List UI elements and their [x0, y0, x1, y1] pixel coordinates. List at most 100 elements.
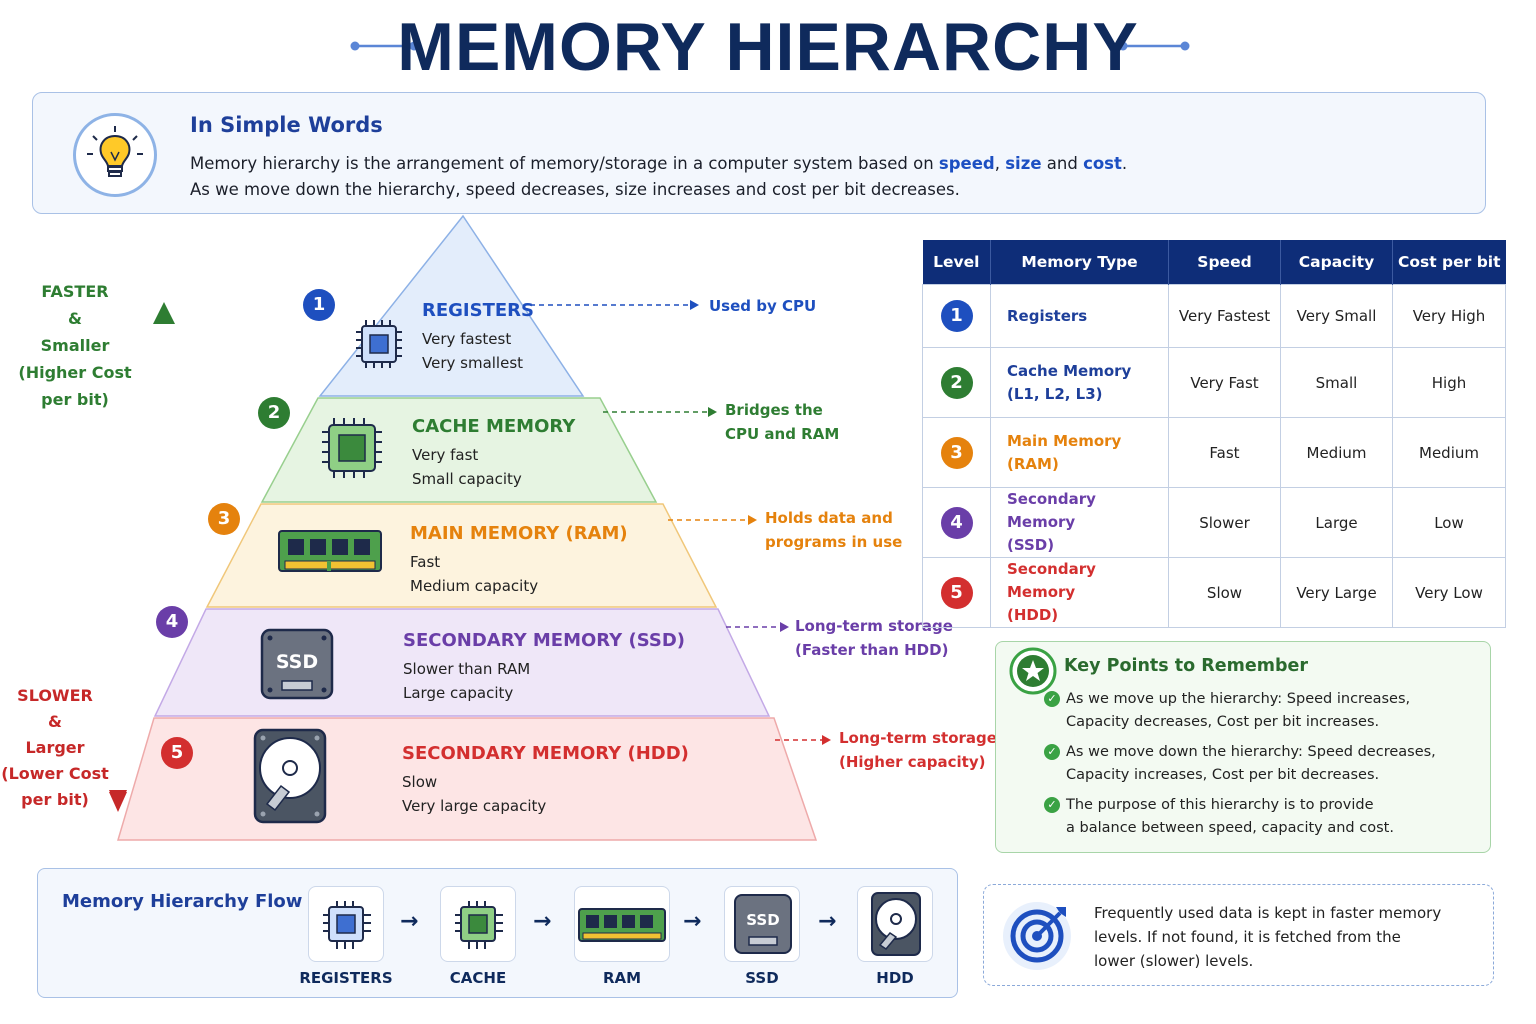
level-5-line-2: Very large capacity [402, 797, 547, 815]
target-icon [1003, 902, 1071, 970]
callout-3: Holds data and programs in use [765, 506, 902, 554]
callout-2-line-2: CPU and RAM [725, 425, 840, 443]
flow-ssd-box: SSD [724, 886, 800, 962]
level-3-badge: 3 [208, 503, 240, 535]
note-text: Frequently used data is kept in faster m… [1094, 901, 1441, 973]
row-type: Secondary Memory(HDD) [990, 557, 1169, 628]
row-capacity: Very Large [1280, 557, 1393, 628]
key-point-2-line-1: As we move down the hierarchy: Speed dec… [1066, 744, 1436, 760]
faster-smaller-label: FASTER & Smaller (Higher Cost per bit) [14, 278, 136, 413]
level-3-text: MAIN MEMORY (RAM) Fast Medium capacity [410, 523, 628, 598]
flow-ssd-icon-label: SSD [746, 911, 779, 929]
flow-arrow-icon: → [400, 909, 419, 934]
lightbulb-icon [73, 113, 157, 197]
header-capacity: Capacity [1280, 240, 1393, 285]
ram-stick-icon [278, 530, 382, 572]
intro-period: . [1121, 154, 1128, 173]
level-1-line-1: Very fastest [422, 330, 512, 348]
level-5-text: SECONDARY MEMORY (HDD) Slow Very large c… [402, 743, 689, 818]
row-type-line-2: (L1, L2, L3) [1007, 384, 1103, 403]
ram-stick-icon [578, 908, 666, 942]
row-cost: Very High [1392, 284, 1506, 348]
row-speed: Fast [1168, 417, 1281, 488]
flow-hdd-box [857, 886, 933, 962]
intro-text: Memory hierarchy is the arrangement of m… [190, 151, 1127, 203]
row-type-line-1: Secondary Memory [1007, 490, 1096, 531]
flow-heading: Memory Hierarchy Flow [62, 891, 303, 912]
cache-note-card: Frequently used data is kept in faster m… [983, 884, 1494, 986]
callout-2: Bridges the CPU and RAM [725, 398, 839, 446]
level-1-badge: 1 [303, 289, 335, 321]
flow-registers-box [308, 886, 384, 962]
pyramid: SSD [116, 214, 831, 841]
level-1-line-2: Very smallest [422, 354, 524, 372]
table-row: 5 Secondary Memory(HDD) Slow Very Large … [922, 557, 1506, 628]
table-header-row: Level Memory Type Speed Capacity Cost pe… [922, 240, 1506, 285]
row-cost: Very Low [1392, 557, 1506, 628]
intro-line-2: As we move down the hierarchy, speed dec… [190, 180, 960, 199]
intro-line-1: Memory hierarchy is the arrangement of m… [190, 151, 1127, 177]
cache-chip-icon [322, 418, 382, 478]
row-type: Registers [990, 284, 1169, 348]
flow-label-ram: RAM [602, 969, 642, 987]
level-4-line-1: Slower than RAM [403, 660, 531, 678]
side-down-line-4: (Lower Cost [1, 764, 109, 783]
note-line-2: levels. If not found, it is fetched from… [1094, 928, 1401, 946]
keyword-speed: speed [938, 154, 995, 173]
flow-arrow-icon: → [818, 909, 837, 934]
comparison-table: Level Memory Type Speed Capacity Cost pe… [922, 240, 1506, 628]
check-icon: ✓ [1044, 797, 1060, 813]
pyramid-layer-3 [205, 503, 718, 608]
up-arrow-icon [153, 302, 175, 568]
row-badge: 5 [940, 576, 973, 609]
callout-3-line-1: Holds data and [765, 509, 893, 527]
intro-line-1-text: Memory hierarchy is the arrangement of m… [190, 154, 939, 173]
key-point-item: ✓ The purpose of this hierarchy is to pr… [1044, 794, 1394, 840]
level-2-badge: 2 [258, 397, 290, 429]
flow-label-cache: CACHE [449, 969, 507, 987]
level-5-badge: 5 [161, 737, 193, 769]
row-cost: Low [1392, 487, 1506, 558]
level-4-text: SECONDARY MEMORY (SSD) Slower than RAM L… [403, 630, 685, 705]
memory-flow-card: Memory Hierarchy Flow → → → SSD → [37, 868, 958, 998]
key-points-heading: Key Points to Remember [1064, 656, 1308, 676]
key-point-1-line-1: As we move up the hierarchy: Speed incre… [1066, 691, 1411, 707]
table-row: 1 Registers Very Fastest Very Small Very… [922, 284, 1506, 348]
side-up-line-3: Smaller [40, 336, 110, 355]
row-badge: 2 [940, 366, 973, 399]
row-capacity: Medium [1280, 417, 1393, 488]
level-2-line-1: Very fast [412, 446, 479, 464]
header-speed: Speed [1168, 240, 1281, 285]
key-point-2-line-2: Capacity increases, Cost per bit decreas… [1066, 767, 1380, 783]
note-line-1: Frequently used data is kept in faster m… [1094, 904, 1442, 922]
row-badge: 1 [940, 300, 973, 332]
callout-4-line-2: (Faster than HDD) [795, 641, 949, 659]
side-down-line-3: Larger [25, 738, 85, 757]
row-type: Cache Memory(L1, L2, L3) [990, 347, 1169, 418]
hdd-icon [253, 728, 327, 824]
key-point-3-line-2: a balance between speed, capacity and co… [1066, 820, 1394, 836]
row-speed: Slower [1168, 487, 1281, 558]
row-capacity: Very Small [1280, 284, 1393, 348]
level-1-name: REGISTERS [422, 300, 534, 321]
table-row: 3 Main Memory(RAM) Fast Medium Medium [922, 417, 1506, 488]
row-capacity: Small [1280, 347, 1393, 418]
row-cost: High [1392, 347, 1506, 418]
side-up-line-4: (Higher Cost [18, 363, 132, 382]
table-row: 2 Cache Memory(L1, L2, L3) Very Fast Sma… [922, 347, 1506, 418]
side-down-line-1: SLOWER [17, 686, 93, 705]
callout-5: Long-term storage (Higher capacity) [839, 726, 997, 774]
header-level: Level [922, 240, 991, 285]
flow-arrow-icon: → [683, 909, 702, 934]
registers-chip-icon [356, 320, 402, 368]
side-down-line-2: & [48, 712, 62, 731]
side-up-line-5: per bit) [41, 390, 109, 409]
callout-3-line-2: programs in use [765, 533, 903, 551]
flow-label-registers: REGISTERS [299, 969, 393, 987]
row-cost: Medium [1392, 417, 1506, 488]
header-cost: Cost per bit [1392, 240, 1506, 285]
flow-arrow-icon: → [533, 909, 552, 934]
callout-1-line-1: Used by CPU [709, 297, 817, 315]
side-down-line-5: per bit) [21, 790, 89, 809]
row-capacity: Large [1280, 487, 1393, 558]
